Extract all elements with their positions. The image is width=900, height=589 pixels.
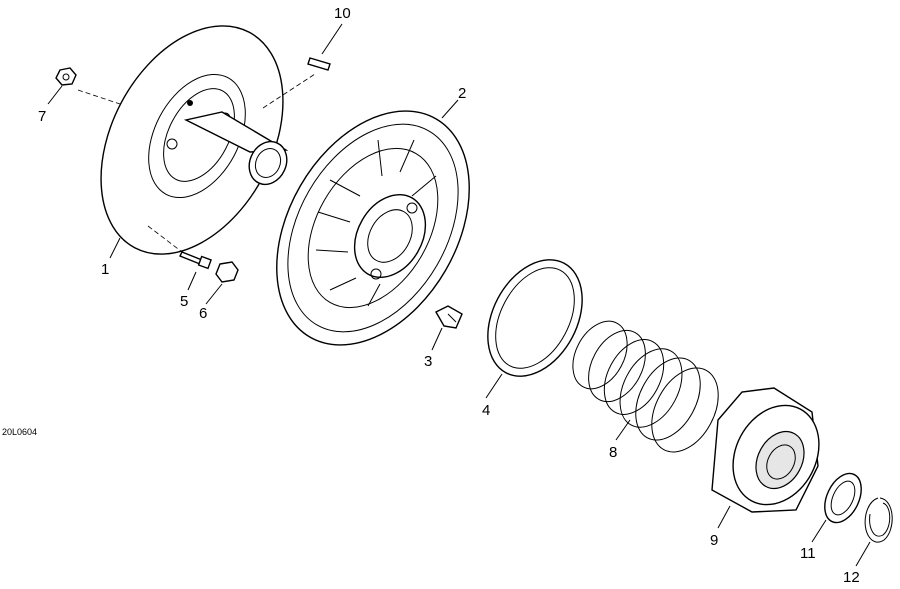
part-6-nut [215, 261, 239, 283]
callout-3: 3 [424, 353, 432, 370]
part-1-fixed-sheave [77, 25, 316, 259]
callout-6: 6 [199, 305, 207, 322]
callout-8: 8 [609, 444, 617, 461]
callout-12: 12 [843, 569, 860, 586]
part-2-movable-sheave [276, 110, 470, 346]
callout-7: 7 [38, 108, 46, 125]
part-11-washer [824, 472, 862, 524]
part-7-nut [55, 67, 77, 86]
part-8-spring [572, 320, 719, 453]
callout-1: 1 [101, 261, 109, 278]
callout-4: 4 [482, 402, 490, 419]
callout-2: 2 [458, 85, 466, 102]
part-3-slider-shoe [435, 305, 463, 329]
part-9-cam [711, 387, 820, 513]
part-4-ring [487, 259, 583, 377]
drawing-reference: 20L0604 [2, 427, 37, 437]
part-5-screw [179, 251, 212, 270]
part-12-circlip [864, 497, 893, 543]
leader-lines [47, 23, 871, 567]
callout-5: 5 [180, 293, 188, 310]
callout-9: 9 [710, 532, 718, 549]
callout-11: 11 [800, 545, 816, 562]
callout-10: 10 [334, 5, 351, 22]
part-10-key [307, 57, 331, 71]
